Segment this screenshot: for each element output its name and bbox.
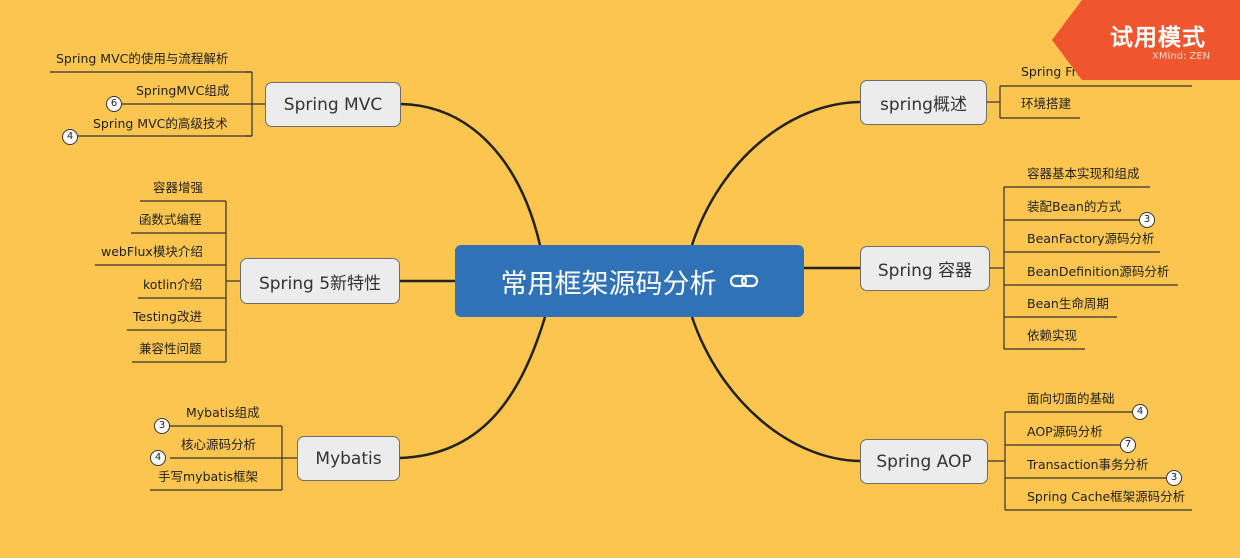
marker-badge[interactable]: 3 [1139,212,1155,228]
marker-badge[interactable]: 3 [154,418,170,434]
marker-badge[interactable]: 7 [1120,437,1136,453]
topic-spring-overview-label: spring概述 [880,95,967,115]
marker-badge[interactable]: 3 [1166,470,1182,486]
subtopic-bean-wiring[interactable]: 装配Bean的方式 [1027,199,1122,214]
link-icon[interactable] [729,271,759,291]
trial-mode-banner[interactable] [1052,0,1240,80]
subtopic-dependency-impl[interactable]: 依赖实现 [1027,328,1078,343]
topic-spring-aop-label: Spring AOP [876,451,972,472]
topic-spring-mvc-label: Spring MVC [283,94,383,115]
topic-mybatis[interactable]: Mybatis [297,436,400,481]
subtopic-handwrite-mybatis[interactable]: 手写mybatis框架 [158,469,259,484]
trial-mode-label[interactable]: 试用模式 [1110,25,1206,51]
topic-spring-container[interactable]: Spring 容器 [860,246,990,291]
xmind-brand-label: XMind: ZEN [1152,51,1211,62]
subtopic-testing[interactable]: Testing改进 [133,309,202,324]
subtopic-beandefinition-source[interactable]: BeanDefinition源码分析 [1027,264,1170,279]
subtopic-functional-programming[interactable]: 函数式编程 [139,212,202,227]
subtopic-transaction[interactable]: Transaction事务分析 [1027,457,1149,472]
subtopic-compatibility[interactable]: 兼容性问题 [139,341,202,356]
subtopic-spring-cache[interactable]: Spring Cache框架源码分析 [1027,489,1186,504]
topic-spring-mvc[interactable]: Spring MVC [265,82,401,127]
topic-spring5-label: Spring 5新特性 [258,273,382,294]
connector-spring-aop [690,316,861,463]
subtopic-spring-mvc-usage[interactable]: Spring MVC的使用与流程解析 [56,51,229,66]
subtopic-container-enhance[interactable]: 容器增强 [153,180,204,195]
topic-spring-aop[interactable]: Spring AOP [860,439,988,484]
marker-badge[interactable]: 4 [62,129,78,145]
marker-badge[interactable]: 6 [106,96,122,112]
subtopic-aop-source[interactable]: AOP源码分析 [1027,424,1103,439]
subtopic-springmvc-components[interactable]: SpringMVC组成 [136,83,230,98]
subtopic-container-basics[interactable]: 容器基本实现和组成 [1027,166,1140,181]
subtopic-bean-lifecycle[interactable]: Bean生命周期 [1027,296,1109,311]
subtopic-webflux[interactable]: webFlux模块介绍 [101,244,203,259]
central-topic[interactable]: 常用框架源码分析 [455,245,804,317]
subtopic-kotlin[interactable]: kotlin介绍 [143,277,203,292]
subtopic-spring-mvc-advanced[interactable]: Spring MVC的高级技术 [93,116,228,131]
topic-spring-container-label: Spring 容器 [877,261,973,281]
subtopic-aop-basics[interactable]: 面向切面的基础 [1027,391,1115,406]
topic-mybatis-label: Mybatis [315,448,382,469]
subtopic-core-source[interactable]: 核心源码分析 [181,437,257,452]
marker-badge[interactable]: 4 [1132,404,1148,420]
subtopic-beanfactory-source[interactable]: BeanFactory源码分析 [1027,231,1155,246]
marker-badge[interactable]: 4 [150,450,166,466]
subtopic-mybatis-components[interactable]: Mybatis组成 [186,405,260,420]
central-topic-label: 常用框架源码分析 [500,268,717,300]
connector-mybatis [399,316,547,460]
topic-spring-overview[interactable]: spring概述 [860,80,987,125]
topic-spring5[interactable]: Spring 5新特性 [240,258,400,304]
subtopic-env-setup[interactable]: 环境搭建 [1021,96,1072,111]
connector-spring-overview [690,100,861,246]
connector-spring-mvc [399,102,542,246]
